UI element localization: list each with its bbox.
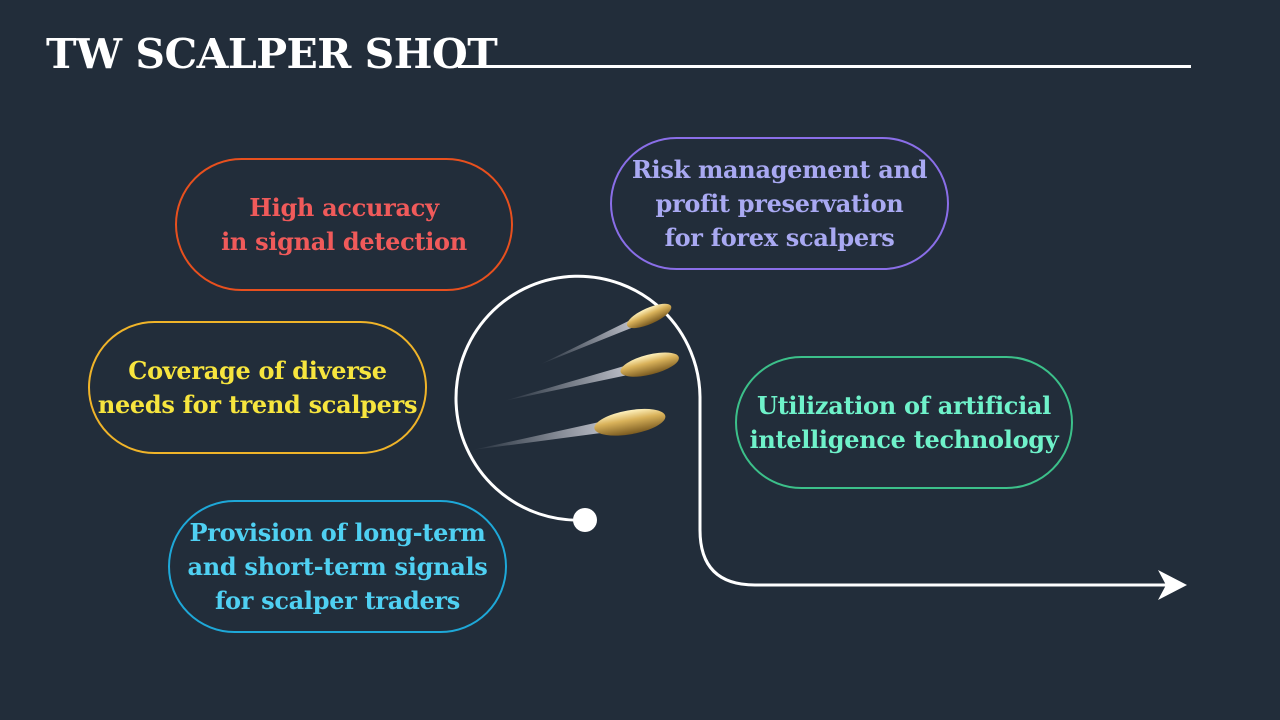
feature-label: Provision of long-term and short-term si… bbox=[187, 517, 488, 615]
feature-high-accuracy: High accuracy in signal detection bbox=[175, 158, 513, 291]
feature-label: Utilization of artificial intelligence t… bbox=[749, 390, 1059, 454]
feature-ai-technology: Utilization of artificial intelligence t… bbox=[735, 356, 1073, 489]
bullets-icon bbox=[472, 303, 679, 451]
title-underline bbox=[458, 65, 1191, 68]
feature-long-short-signals: Provision of long-term and short-term si… bbox=[168, 500, 507, 633]
feature-label: Coverage of diverse needs for trend scal… bbox=[97, 355, 418, 419]
feature-diverse-coverage: Coverage of diverse needs for trend scal… bbox=[88, 321, 427, 454]
start-dot bbox=[573, 508, 597, 532]
flow-path-line bbox=[454, 274, 1172, 587]
feature-label: Risk management and profit preservation … bbox=[631, 154, 928, 252]
feature-risk-management: Risk management and profit preservation … bbox=[610, 137, 949, 270]
slide-title: TW SCALPER SHOT bbox=[46, 30, 498, 78]
arrow-head-icon bbox=[1158, 570, 1187, 600]
feature-label: High accuracy in signal detection bbox=[221, 192, 467, 256]
